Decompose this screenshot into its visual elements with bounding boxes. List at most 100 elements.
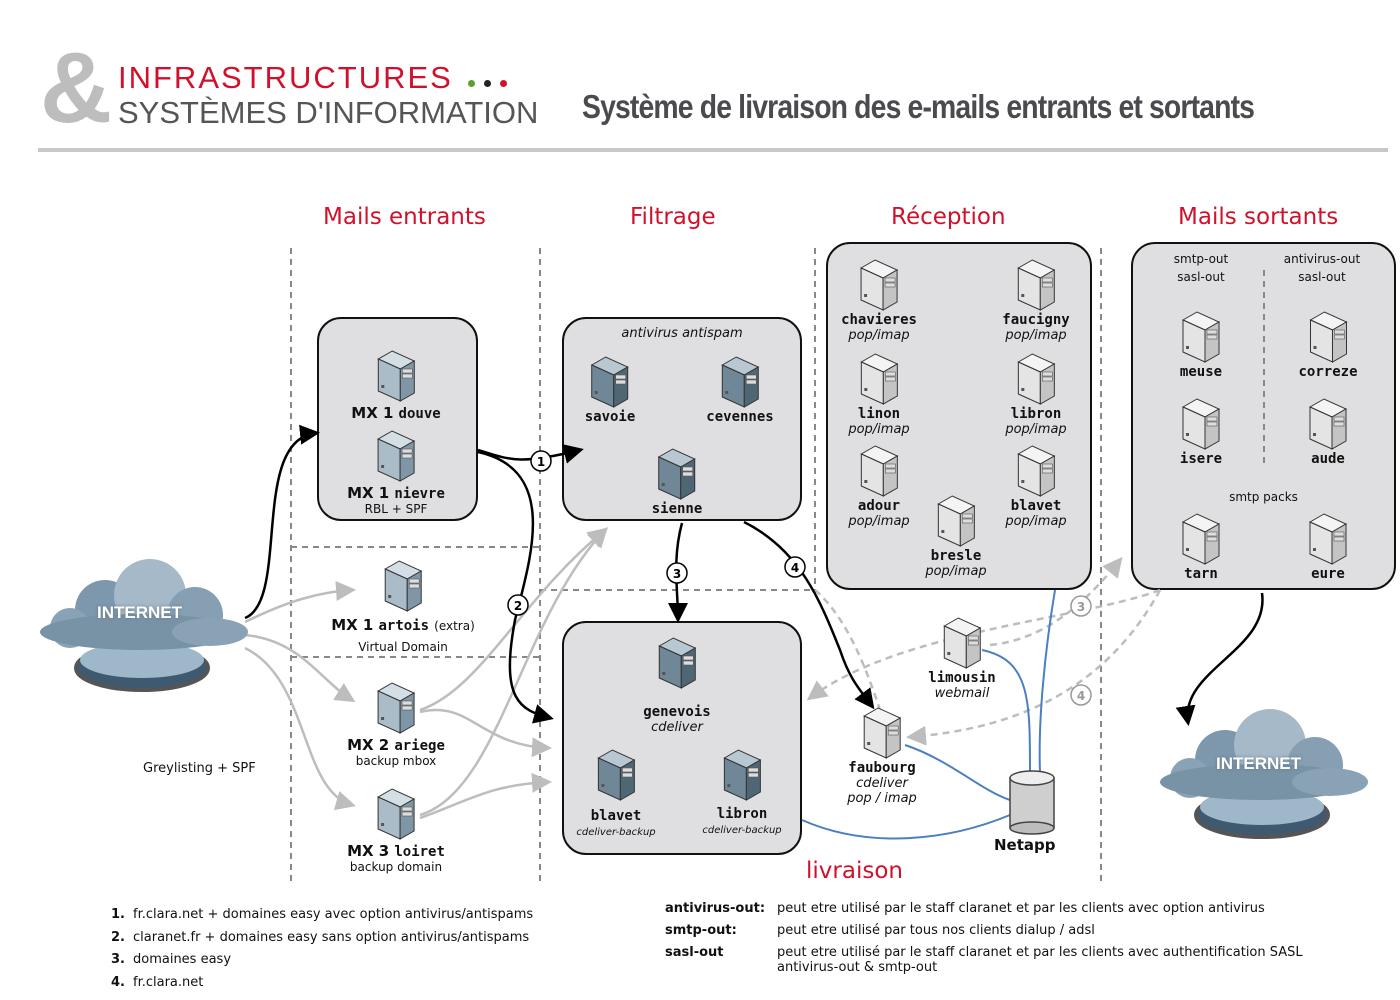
page-title: Système de livraison des e-mails entrant…: [582, 88, 1255, 125]
server-icon: [928, 614, 995, 670]
server-icon: [1179, 395, 1223, 451]
server-note: Virtual Domain: [358, 640, 448, 654]
server-role: pop/imap: [925, 564, 987, 579]
server-role: cdeliver-backup: [702, 825, 782, 836]
server-isere[interactable]: isere: [1179, 395, 1223, 467]
server-role: cdeliver: [651, 720, 703, 735]
arrow-internet-artois: [244, 581, 356, 624]
service-text: peut etre utilisé par tous nos clients d…: [777, 923, 1095, 938]
server-name: aude: [1311, 451, 1345, 467]
arrow-outgoing-internet: [1175, 592, 1264, 726]
server-limousin[interactable]: limousin webmail: [928, 614, 996, 701]
server-icon: [351, 347, 440, 403]
server-name: artois: [378, 618, 430, 634]
brand-dot-red: [500, 80, 507, 87]
server-icon: [1179, 308, 1223, 364]
server-sienne[interactable]: sienne: [652, 445, 703, 517]
server-icon: [652, 445, 703, 501]
server-icon: [706, 353, 773, 409]
server-icon: [347, 679, 445, 735]
internet-out-label: INTERNET: [1216, 754, 1301, 773]
route-text: domaines easy: [133, 952, 232, 967]
server-savoie[interactable]: savoie: [585, 353, 635, 425]
mx-group-note: RBL + SPF: [364, 502, 428, 516]
server-mx2-ariege[interactable]: MX 2 ariege backup mbox: [347, 679, 445, 768]
service-text: peut etre utilisé par le staff claranet …: [777, 945, 1303, 960]
dashed-outgoing-delivery: [806, 588, 1161, 701]
svg-text:1: 1: [537, 455, 545, 469]
server-name: loiret: [394, 844, 445, 860]
arrow-loiret-delivery: [419, 772, 552, 820]
smtp-packs-caption: smtp packs: [1229, 490, 1298, 504]
route-text: fr.clara.net + domaines easy avec option…: [133, 907, 534, 922]
server-name: tarn: [1184, 566, 1218, 582]
server-name: faucigny: [1002, 312, 1070, 328]
server-correze[interactable]: correze: [1298, 308, 1358, 380]
server-name: genevois: [643, 704, 711, 720]
flow-marker-2: 2: [507, 594, 529, 616]
server-faucigny[interactable]: faucigny pop/imap: [1002, 256, 1070, 343]
route-number: 4.: [111, 974, 125, 990]
server-chavieres[interactable]: chavieres pop/imap: [841, 256, 917, 343]
service-legend-item: sasl-out peut etre utilisé par le staff c…: [665, 939, 1303, 976]
server-role: pop/imap: [1005, 514, 1067, 529]
svg-text:2: 2: [514, 599, 522, 613]
mx-prefix: MX 1: [347, 484, 390, 502]
server-libron-reception[interactable]: libron pop/imap: [1005, 350, 1067, 437]
server-faubourg[interactable]: faubourg cdeliver pop / imap: [847, 704, 917, 806]
server-genevois[interactable]: genevois cdeliver: [643, 634, 711, 735]
server-name: adour: [857, 498, 901, 514]
section-outgoing: Mails sortants: [1178, 204, 1339, 230]
server-icon: [1005, 442, 1066, 498]
route-number: 2.: [111, 929, 125, 945]
server-blavet-reception[interactable]: blavet pop/imap: [1005, 442, 1067, 529]
server-mx1-douve[interactable]: MX 1 douve: [351, 347, 441, 422]
server-name: faubourg: [848, 760, 916, 776]
server-role: cdeliver: [856, 776, 908, 791]
server-cevennes[interactable]: cevennes: [706, 353, 774, 425]
service-key: sasl-out: [665, 945, 724, 960]
server-linon[interactable]: linon pop/imap: [848, 350, 910, 437]
server-name: linon: [857, 406, 901, 422]
server-icon: [1005, 350, 1066, 406]
netapp-storage-icon: [1009, 770, 1055, 835]
filter-caption: antivirus antispam: [621, 326, 743, 341]
brand-line-1: INFRASTRUCTURES: [118, 60, 453, 95]
outgoing-left-caption: smtp-out sasl-out: [1131, 250, 1271, 286]
server-bresle[interactable]: bresle pop/imap: [925, 492, 987, 579]
server-role: pop/imap: [848, 328, 910, 343]
server-adour[interactable]: adour pop/imap: [848, 442, 910, 529]
server-name: chavieres: [841, 312, 917, 328]
server-mx1-nievre[interactable]: MX 1 nievre RBL + SPF: [347, 427, 445, 516]
server-aude[interactable]: aude: [1306, 395, 1350, 467]
route-text: fr.clara.net: [133, 974, 204, 990]
server-meuse[interactable]: meuse: [1179, 308, 1223, 380]
server-icon: [347, 785, 445, 841]
server-name: blavet: [1010, 498, 1062, 514]
server-mx1-artois[interactable]: MX 1 artois (extra) Virtual Domain: [331, 557, 475, 654]
caption-antivirus-out: antivirus-out: [1283, 252, 1361, 266]
server-role: pop/imap: [1005, 422, 1067, 437]
section-delivery: livraison: [806, 858, 903, 884]
server-icon: [925, 492, 986, 548]
server-note: backup domain: [349, 860, 443, 874]
server-eure[interactable]: eure: [1306, 510, 1350, 582]
service-legend-item: smtp-out:peut etre utilisé par tous nos …: [665, 917, 1303, 939]
server-name: limousin: [928, 670, 996, 686]
server-libron-backup[interactable]: libron cdeliver-backup: [702, 746, 782, 836]
mx-prefix: MX 1: [331, 616, 374, 634]
section-incoming: Mails entrants: [323, 204, 486, 230]
service-text-2: antivirus-out & smtp-out: [777, 960, 938, 975]
arrow-loiret-filter: [419, 527, 608, 817]
server-tarn[interactable]: tarn: [1179, 510, 1223, 582]
server-note: backup mbox: [355, 754, 437, 768]
server-icon: [331, 557, 475, 613]
service-key: antivirus-out:: [665, 901, 766, 916]
route-text: claranet.fr + domaines easy sans option …: [133, 929, 530, 945]
server-mx3-loiret[interactable]: MX 3 loiret backup domain: [347, 785, 445, 874]
route-legend-item: 2. claranet.fr + domaines easy sans optio…: [111, 927, 533, 950]
server-blavet-backup[interactable]: blavet cdeliver-backup: [576, 746, 656, 838]
server-role: pop/imap: [848, 422, 910, 437]
server-icon: [702, 746, 781, 802]
server-icon: [1306, 510, 1350, 566]
